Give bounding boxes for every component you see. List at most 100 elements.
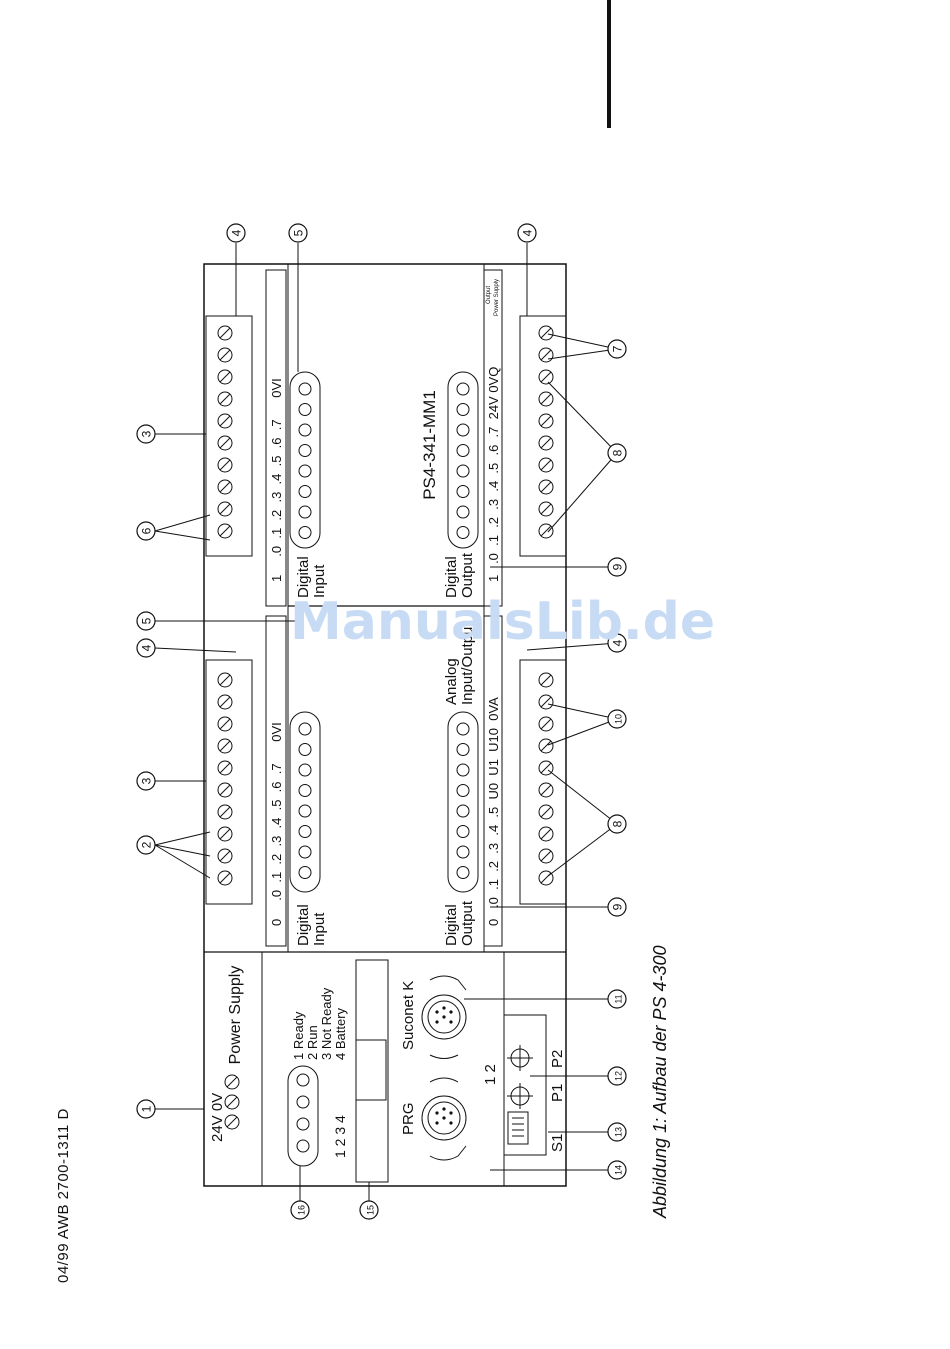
label-strip <box>483 269 503 607</box>
screw-terminal <box>217 457 233 473</box>
b-input-label-1: Digital <box>295 556 312 598</box>
label-strip <box>483 615 503 947</box>
callout-1: 1 <box>136 1099 156 1119</box>
margin-bar <box>607 0 611 128</box>
led <box>298 845 312 859</box>
led <box>456 784 470 797</box>
connector-pin <box>449 1111 453 1115</box>
b-input-label-2: Input <box>311 564 328 598</box>
callout-number: 9 <box>611 903 625 910</box>
led <box>456 423 470 437</box>
watermark: ManualsLib.de <box>290 592 716 652</box>
led <box>298 505 312 519</box>
power-terminals-label: 24V 0V <box>209 1093 226 1142</box>
callout-number: 16 <box>297 1205 307 1215</box>
callout-4: 4 <box>136 638 156 658</box>
callout-number: 15 <box>366 1205 376 1215</box>
prg-label: PRG <box>400 1102 417 1135</box>
screw-terminal <box>538 325 554 341</box>
led-numbers: 1 2 3 4 <box>332 1115 348 1158</box>
led <box>298 403 312 416</box>
screw-terminal <box>217 391 233 407</box>
screw-terminal <box>538 760 554 776</box>
label-strip <box>265 615 287 947</box>
screw-terminal <box>217 347 233 363</box>
led <box>456 763 470 777</box>
prg-connector <box>421 1077 467 1161</box>
led <box>456 845 470 859</box>
connector-pin <box>449 1020 453 1024</box>
screw-terminal <box>217 694 233 710</box>
a-input-label-1: Digital <box>295 904 312 946</box>
potentiometer-p2 <box>507 1045 533 1071</box>
callout-number: 8 <box>611 449 625 456</box>
callout-8: 8 <box>607 814 627 834</box>
led <box>296 1117 310 1131</box>
screw-terminal <box>217 435 233 451</box>
screw-terminal <box>538 523 554 539</box>
b-output-label-2: Output <box>459 552 476 598</box>
status-led-cluster <box>287 1065 319 1167</box>
screw-terminal <box>538 501 554 517</box>
callout-9: 9 <box>607 557 627 577</box>
screw-terminal <box>224 1114 240 1130</box>
led <box>296 1073 310 1087</box>
screw-terminal <box>538 369 554 385</box>
led-legend-4: 4 Battery <box>333 1007 348 1060</box>
power-supply-label: Power Supply <box>227 966 244 1065</box>
connector-pin <box>442 1015 446 1019</box>
callout-4: 4 <box>607 633 627 653</box>
led <box>456 722 470 736</box>
callout-5: 5 <box>288 223 308 243</box>
callout-number: 6 <box>140 527 154 534</box>
connector-pin <box>449 1010 453 1014</box>
screw-terminal <box>538 738 554 754</box>
output-power-label-2: Power Supply <box>494 279 500 316</box>
connector-pin <box>435 1121 439 1125</box>
screw-terminal <box>217 738 233 754</box>
a-output-label-2: Output <box>459 900 476 946</box>
b-input-strip: 1 .0 .1 .2 .3 .4 .5 .6 .7 0VI <box>269 378 284 582</box>
screw-terminal <box>217 325 233 341</box>
terminal-block <box>519 315 567 557</box>
screw-terminal <box>538 694 554 710</box>
led <box>456 485 470 498</box>
screw-terminal <box>538 457 554 473</box>
terminal-block <box>205 315 253 557</box>
callout-number: 1 <box>140 1105 154 1112</box>
terminal-block <box>519 659 567 905</box>
a-input-label-2: Input <box>311 912 328 946</box>
callout-12: 12 <box>607 1066 627 1086</box>
callout-number: 4 <box>140 644 154 651</box>
callout-16: 16 <box>290 1200 310 1220</box>
screw-terminal <box>217 523 233 539</box>
switch-panel <box>503 1014 547 1156</box>
led <box>296 1139 310 1153</box>
screw-terminal <box>217 716 233 732</box>
callout-6: 6 <box>136 521 156 541</box>
screw-terminal <box>538 716 554 732</box>
callout-15: 15 <box>359 1200 379 1220</box>
callout-number: 4 <box>230 229 244 236</box>
led-legend-1: 1 Ready <box>291 1011 306 1060</box>
s1-label: S1 <box>549 1134 566 1152</box>
led <box>456 804 470 818</box>
led-legend-2: 2 Run <box>305 1025 320 1060</box>
screw-terminal <box>538 391 554 407</box>
connector-pin <box>442 1116 446 1120</box>
led <box>298 423 312 437</box>
led <box>456 526 470 539</box>
led-legend-3: 3 Not Ready <box>319 987 334 1060</box>
p2-label: P2 <box>549 1050 566 1068</box>
callout-number: 8 <box>611 820 625 827</box>
potentiometer-p1 <box>507 1083 533 1109</box>
screw-terminal <box>217 413 233 429</box>
callout-number: 12 <box>614 1071 624 1081</box>
screw-terminal <box>217 782 233 798</box>
screw-terminal <box>217 870 233 886</box>
callout-9: 9 <box>607 897 627 917</box>
led-cluster <box>289 711 321 893</box>
led-cluster <box>289 371 321 549</box>
b-output-label-1: Digital <box>443 556 460 598</box>
